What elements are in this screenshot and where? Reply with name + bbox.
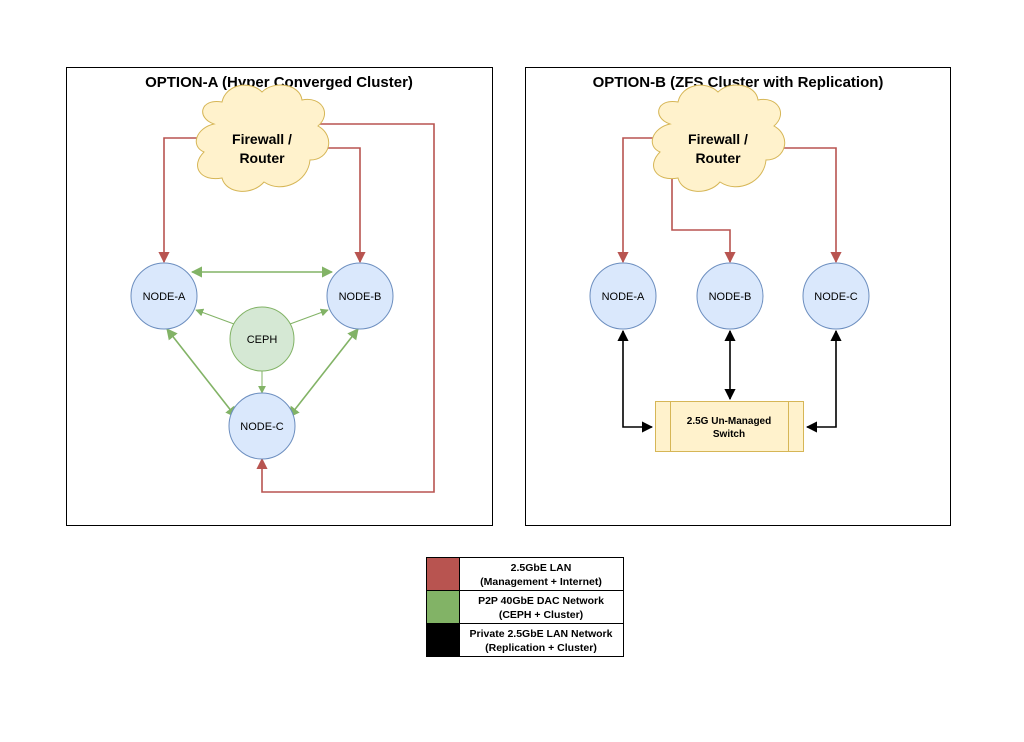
option-a-ceph: CEPH xyxy=(229,306,295,372)
option-a-node-b-label: NODE-B xyxy=(339,291,382,303)
legend-row-private-lan: Private 2.5GbE LAN Network (Replication … xyxy=(426,623,624,657)
option-a-node-c: NODE-C xyxy=(228,392,296,460)
option-b-node-a: NODE-A xyxy=(589,262,657,330)
option-b-switch-label-line2: Switch xyxy=(713,429,745,440)
option-b-node-a-circle xyxy=(589,262,657,330)
option-a-firewall-label-line2: Router xyxy=(239,150,285,166)
option-b-switch-box xyxy=(655,401,804,452)
option-b-node-a-label: NODE-A xyxy=(602,291,645,303)
option-b-title: OPTION-B (ZFS Cluster with Replication) xyxy=(593,74,884,91)
option-a-ceph-link-node-a xyxy=(195,308,235,325)
legend-label-management-lan-line1: 2.5GbE LAN xyxy=(511,562,572,574)
legend-label-box-management-lan xyxy=(459,557,624,591)
option-a-ceph-circle xyxy=(229,306,295,372)
option-b-private-link-node-c xyxy=(805,329,842,433)
option-b-lan-link-node-b xyxy=(671,172,736,264)
legend-row-dac-network: P2P 40GbE DAC Network (CEPH + Cluster) xyxy=(426,590,624,624)
legend-label-dac-network-line2: (CEPH + Cluster) xyxy=(499,609,583,621)
option-a-ceph-link-node-b xyxy=(289,308,329,325)
option-a-node-b: NODE-B xyxy=(326,262,394,330)
option-b-node-b-circle xyxy=(696,262,764,330)
option-b-node-c-circle xyxy=(802,262,870,330)
option-b-node-c-label: NODE-C xyxy=(814,291,857,303)
option-a-node-a-circle xyxy=(130,262,198,330)
legend-label-private-lan-line1: Private 2.5GbE LAN Network xyxy=(470,628,613,640)
option-a-dac-link-b-c xyxy=(288,328,359,418)
legend-label-management-lan-line2: (Management + Internet) xyxy=(480,576,602,588)
option-b-firewall-cloud: Firewall / Router xyxy=(651,84,786,192)
option-a-firewall-label-line1: Firewall / xyxy=(232,131,292,147)
option-b-node-b: NODE-B xyxy=(696,262,764,330)
option-b-private-link-node-a xyxy=(617,329,654,433)
option-a-node-c-label: NODE-C xyxy=(240,421,283,433)
option-b-node-b-label: NODE-B xyxy=(709,291,752,303)
option-a-node-a-label: NODE-A xyxy=(143,291,186,303)
option-b-firewall-label-line2: Router xyxy=(695,150,741,166)
option-a-lan-link-node-c xyxy=(256,123,435,493)
option-b-lan-link-node-c xyxy=(770,147,842,264)
option-a-title: OPTION-A (Hyper Converged Cluster) xyxy=(145,74,413,91)
legend-label-box-private-lan xyxy=(459,623,624,657)
option-b-cloud-shape xyxy=(651,84,786,192)
option-b-switch: 2.5G Un-Managed Switch xyxy=(655,401,804,452)
legend-row-management-lan: 2.5GbE LAN (Management + Internet) xyxy=(426,557,624,591)
legend-label-private-lan-line2: (Replication + Cluster) xyxy=(485,642,597,654)
legend: 2.5GbE LAN (Management + Internet) P2P 4… xyxy=(426,557,624,657)
option-a-node-c-circle xyxy=(228,392,296,460)
legend-swatch-management-lan xyxy=(426,557,460,591)
legend-label-dac-network-line1: P2P 40GbE DAC Network xyxy=(478,595,604,607)
option-a-node-a: NODE-A xyxy=(130,262,198,330)
legend-label-box-dac-network xyxy=(459,590,624,624)
option-a-ceph-label: CEPH xyxy=(247,334,278,346)
option-a-node-b-circle xyxy=(326,262,394,330)
option-a-cloud-shape xyxy=(195,84,330,192)
legend-swatch-dac-network xyxy=(426,590,460,624)
option-a-dac-link-a-c xyxy=(166,328,237,418)
option-a-panel: OPTION-A (Hyper Converged Cluster) Firew… xyxy=(66,67,493,526)
option-b-node-c: NODE-C xyxy=(802,262,870,330)
option-b-switch-label-line1: 2.5G Un-Managed xyxy=(687,416,771,427)
option-a-firewall-cloud: Firewall / Router xyxy=(195,84,330,192)
option-b-firewall-label-line1: Firewall / xyxy=(688,131,748,147)
option-b-panel: OPTION-B (ZFS Cluster with Replication) … xyxy=(525,67,951,526)
legend-swatch-private-lan xyxy=(426,623,460,657)
